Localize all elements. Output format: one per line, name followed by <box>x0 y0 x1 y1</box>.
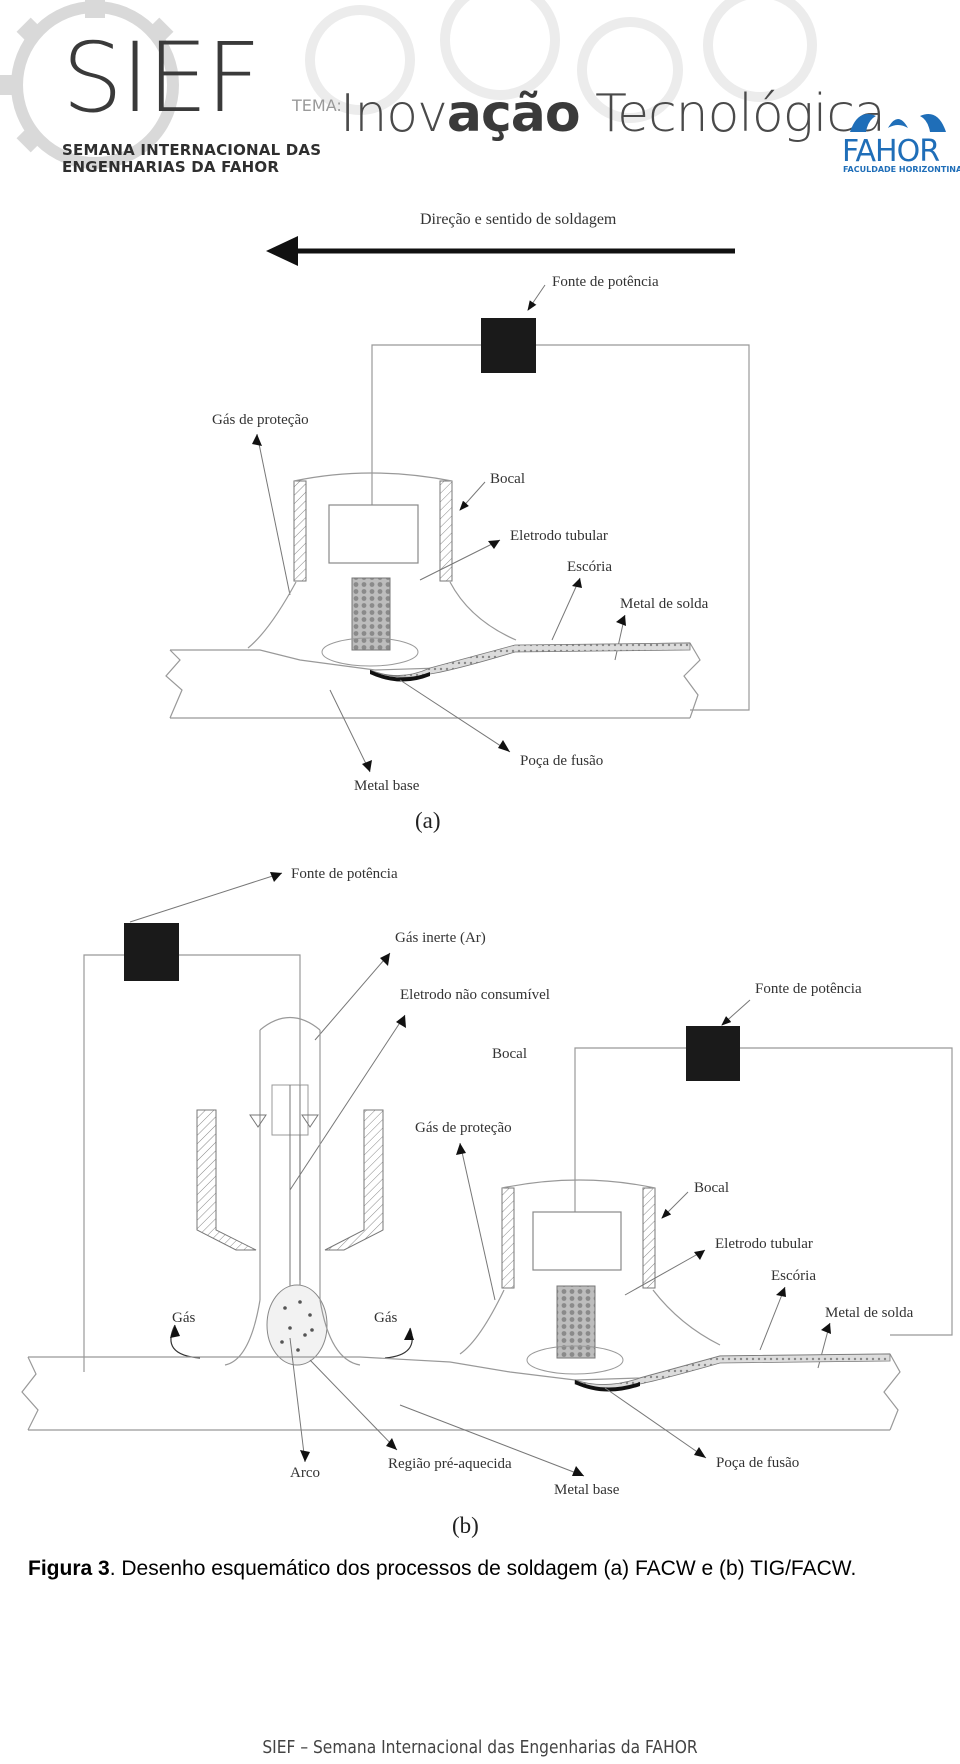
welding-schematic-figure: Direção e sentido de soldagem Fonte de p… <box>21 211 953 1538</box>
label-preheated-region: Região pré-aquecida <box>388 1456 512 1472</box>
label-direction: Direção e sentido de soldagem <box>420 211 617 228</box>
tema-title-part2: Tecnológica <box>579 84 886 144</box>
figure-caption: Figura 3. Desenho esquemático dos proces… <box>28 1557 856 1581</box>
label-nozzle-b-facw: Bocal <box>694 1180 729 1196</box>
label-weld-pool-b: Poça de fusão <box>716 1455 799 1471</box>
tema-label: TEMA: <box>292 96 342 115</box>
tema-title-part1: Inov <box>340 84 448 144</box>
label-weld-pool-a: Poça de fusão <box>520 753 603 769</box>
sief-gear-logo-icon <box>0 0 179 169</box>
fahor-eagle-logo-icon <box>850 114 946 132</box>
figure-caption-text: . Desenho esquemático dos processos de s… <box>109 1557 857 1580</box>
page-header: SIEF SEMANA INTERNACIONAL DAS ENGENHARIA… <box>0 0 960 180</box>
sief-logo-subtitle-1: SEMANA INTERNACIONAL DAS <box>62 141 322 159</box>
label-weld-metal-b: Metal de solda <box>825 1305 914 1321</box>
figure-caption-label: Figura 3 <box>28 1557 110 1580</box>
label-arc: Arco <box>290 1465 320 1481</box>
fahor-logo-text: FAHOR <box>842 134 940 169</box>
label-nozzle-b-tig: Bocal <box>492 1046 527 1062</box>
label-tubular-electrode-b: Eletrodo tubular <box>715 1236 813 1252</box>
label-gas-right: Gás <box>374 1310 397 1326</box>
subfigure-label-a: (a) <box>415 808 441 833</box>
power-source-block-a <box>481 318 536 373</box>
label-slag-b: Escória <box>771 1268 816 1284</box>
label-shield-gas-b: Gás de proteção <box>415 1120 512 1136</box>
diagram-b: Fonte de potência Gás inerte (Ar) Eletro… <box>21 866 953 1538</box>
diagram-a: Direção e sentido de soldagem Fonte de p… <box>165 211 750 833</box>
subfigure-label-b: (b) <box>452 1513 479 1538</box>
label-nozzle-a: Bocal <box>490 471 525 487</box>
label-non-consumable-electrode: Eletrodo não consumível <box>400 987 550 1003</box>
page-footer: SIEF – Semana Internacional das Engenhar… <box>262 1737 698 1758</box>
fahor-logo-subtitle: FACULDADE HORIZONTINA <box>843 165 960 174</box>
label-power-source-b-left: Fonte de potência <box>291 866 398 882</box>
sief-logo-text: SIEF <box>62 22 261 134</box>
label-inert-gas: Gás inerte (Ar) <box>395 930 486 946</box>
label-base-metal-b: Metal base <box>554 1482 620 1498</box>
label-weld-metal-a: Metal de solda <box>620 596 709 612</box>
power-source-block-b-left <box>124 923 179 981</box>
label-gas-left: Gás <box>172 1310 195 1326</box>
label-shield-gas-a: Gás de proteção <box>212 412 309 428</box>
label-slag-a: Escória <box>567 559 612 575</box>
sief-logo-subtitle-2: ENGENHARIAS DA FAHOR <box>62 158 280 176</box>
label-base-metal-a: Metal base <box>354 778 420 794</box>
label-tubular-electrode-a: Eletrodo tubular <box>510 528 608 544</box>
tema-title: Inovação Tecnológica <box>340 84 886 144</box>
tema-title-bold: ação <box>446 84 581 144</box>
label-power-source-b-right: Fonte de potência <box>755 981 862 997</box>
label-power-source-a: Fonte de potência <box>552 274 659 290</box>
power-source-block-b-right <box>686 1026 740 1081</box>
gear-background-icon <box>305 0 817 123</box>
direction-arrow-head-icon <box>266 236 298 266</box>
